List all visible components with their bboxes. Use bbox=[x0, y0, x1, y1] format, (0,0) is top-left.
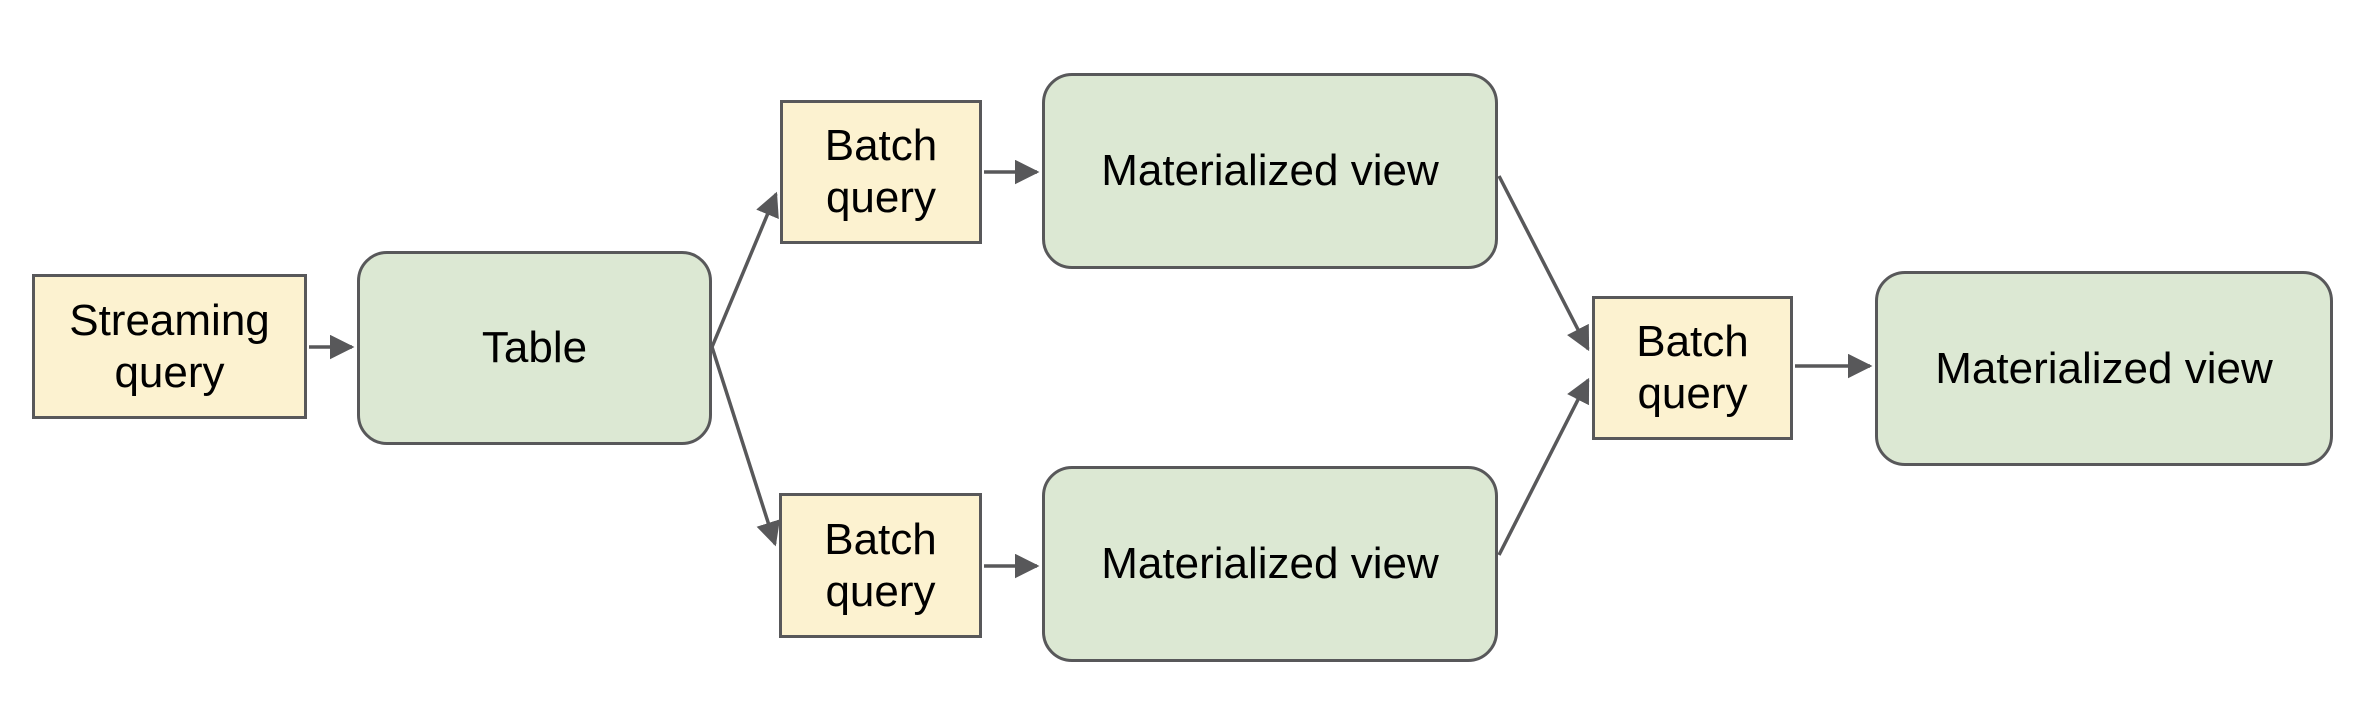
node-materialized-view-top-label: Materialized view bbox=[1101, 146, 1439, 196]
edge-table-to-batch-query-top bbox=[710, 191, 779, 348]
node-streaming-query: Streaming query bbox=[32, 274, 307, 419]
node-materialized-view-bottom-label: Materialized view bbox=[1101, 539, 1439, 589]
node-materialized-view-right: Materialized view bbox=[1875, 271, 2333, 466]
node-table-label: Table bbox=[481, 323, 588, 373]
node-batch-query-top: Batch query bbox=[780, 100, 982, 244]
edge-table-to-batch-query-bottom bbox=[710, 346, 780, 547]
edge-materialized-view-bottom-to-batch-query-right bbox=[1497, 377, 1590, 556]
node-batch-query-right: Batch query bbox=[1592, 296, 1793, 440]
node-batch-query-bottom-label: Batch query bbox=[824, 514, 937, 616]
node-materialized-view-top: Materialized view bbox=[1042, 73, 1498, 269]
edge-materialized-view-top-to-batch-query-right bbox=[1497, 175, 1590, 352]
node-materialized-view-bottom: Materialized view bbox=[1042, 466, 1498, 662]
node-streaming-query-label: Streaming query bbox=[69, 295, 270, 397]
node-batch-query-right-label: Batch query bbox=[1636, 317, 1749, 418]
node-table: Table bbox=[357, 251, 712, 445]
node-batch-query-bottom: Batch query bbox=[779, 493, 982, 638]
node-batch-query-top-label: Batch query bbox=[824, 121, 938, 222]
node-materialized-view-right-label: Materialized view bbox=[1935, 343, 2273, 393]
